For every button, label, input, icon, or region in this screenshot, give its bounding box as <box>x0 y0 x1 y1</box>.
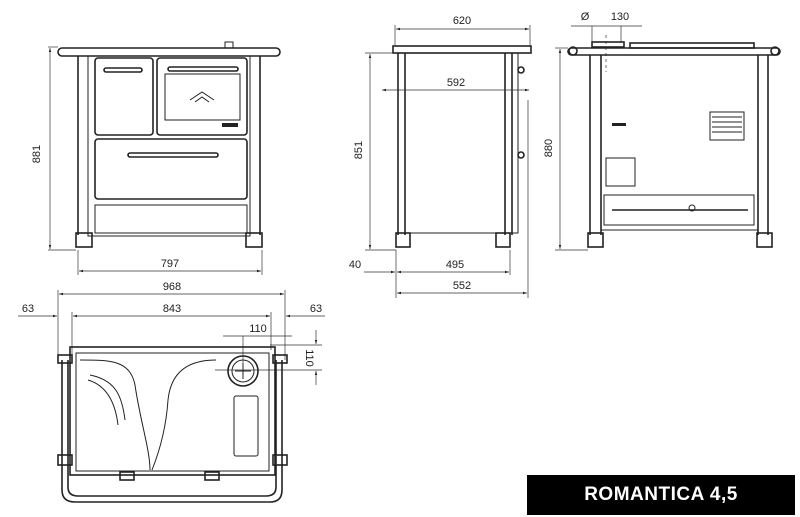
flue-diameter-symbol: Ø <box>581 11 590 23</box>
side-offset-dimension: 40 <box>349 259 361 271</box>
flue-offset-x-dimension: 110 <box>249 323 267 335</box>
back-height-dimension: 880 <box>543 139 555 157</box>
top-total-width-dimension: 968 <box>163 281 181 293</box>
product-label: ROMANTICA 4,5 <box>527 475 795 515</box>
flue-diameter-dimension: 130 <box>611 11 629 23</box>
front-height-dimension: 881 <box>31 145 43 163</box>
side-base-depth-dimension: 495 <box>446 259 464 271</box>
top-left-overhang-dimension: 63 <box>22 303 34 315</box>
top-right-overhang-dimension: 63 <box>310 303 322 315</box>
front-width-dimension: 797 <box>161 258 179 270</box>
front-view <box>48 41 281 275</box>
top-view <box>18 290 325 503</box>
side-height-dimension: 851 <box>353 141 365 159</box>
top-inner-width-dimension: 843 <box>163 303 181 315</box>
flue-offset-y-dimension: 110 <box>303 349 315 367</box>
side-view <box>364 25 532 298</box>
side-inner-depth-dimension: 592 <box>447 77 465 89</box>
back-view <box>555 25 781 251</box>
side-top-depth-dimension: 620 <box>453 15 471 27</box>
side-total-depth-dimension: 552 <box>453 280 471 292</box>
